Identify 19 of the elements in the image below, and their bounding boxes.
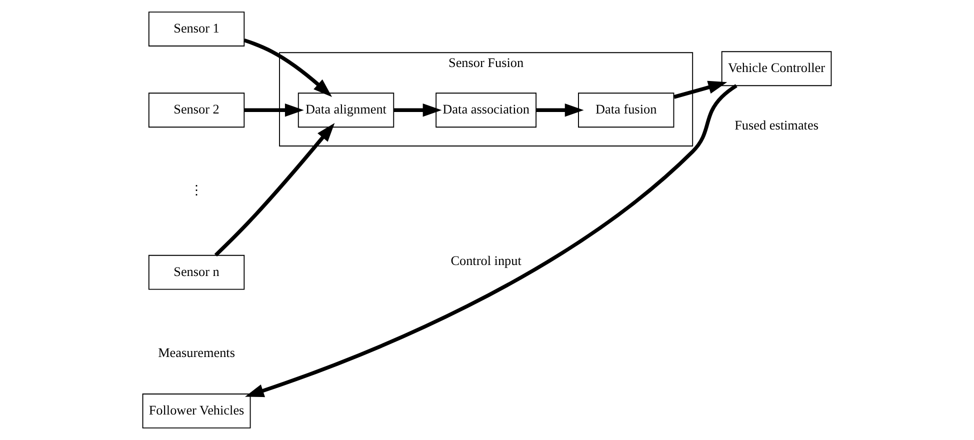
node-box: Sensor 2: [148, 92, 245, 128]
node-box: Follower Vehicles: [142, 394, 251, 428]
arrow: [214, 122, 335, 257]
label: ⋮: [190, 182, 204, 198]
label: Measurements: [158, 344, 235, 360]
node-box: Sensor n: [148, 254, 245, 290]
arrow: [536, 104, 584, 117]
arrow: [245, 84, 738, 398]
node-box: Vehicle Controller: [721, 51, 832, 86]
arrow: [674, 80, 728, 99]
node-box: Data association: [436, 92, 537, 128]
edge-label: Control input: [450, 252, 522, 268]
arrow: [394, 104, 442, 117]
label: Fused estimates: [734, 118, 818, 133]
arrow: [244, 104, 304, 117]
arrow: [244, 38, 332, 97]
node-box: Data alignment: [298, 92, 394, 128]
node-box: Sensor 1: [148, 12, 245, 46]
node-box: Data fusion: [578, 92, 674, 128]
